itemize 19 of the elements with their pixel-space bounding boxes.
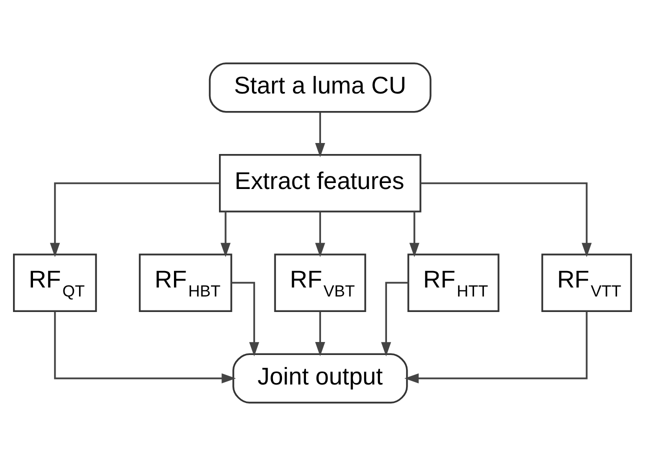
arrow [381,282,408,356]
arrow [315,112,326,158]
node-box: RF$_{HBT}$ [138,254,232,312]
node-box: RF$_{HTT}$ [407,254,500,312]
node-box: RF$_{VBT}$ [274,254,366,312]
arrow [231,282,260,356]
arrow [220,211,231,258]
arrow [315,211,326,258]
arrow [50,182,220,258]
node-box: Start a luma CU [208,62,432,113]
arrow [420,182,592,258]
arrow [54,311,236,384]
arrow [409,211,420,258]
node-box: RF$_{VTT}$ [541,254,632,312]
arrow [404,311,588,384]
node-box: RF$_{QT}$ [13,254,97,312]
arrow [315,311,326,356]
node-box: Extract features [218,154,422,212]
node-box: Joint output [232,353,408,404]
